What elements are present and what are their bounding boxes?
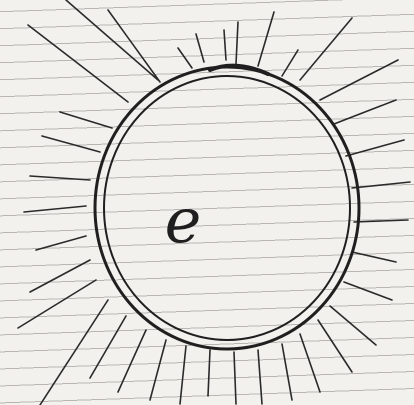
center-letter: e: [148, 190, 218, 252]
sun-circle-outline: [95, 66, 359, 349]
